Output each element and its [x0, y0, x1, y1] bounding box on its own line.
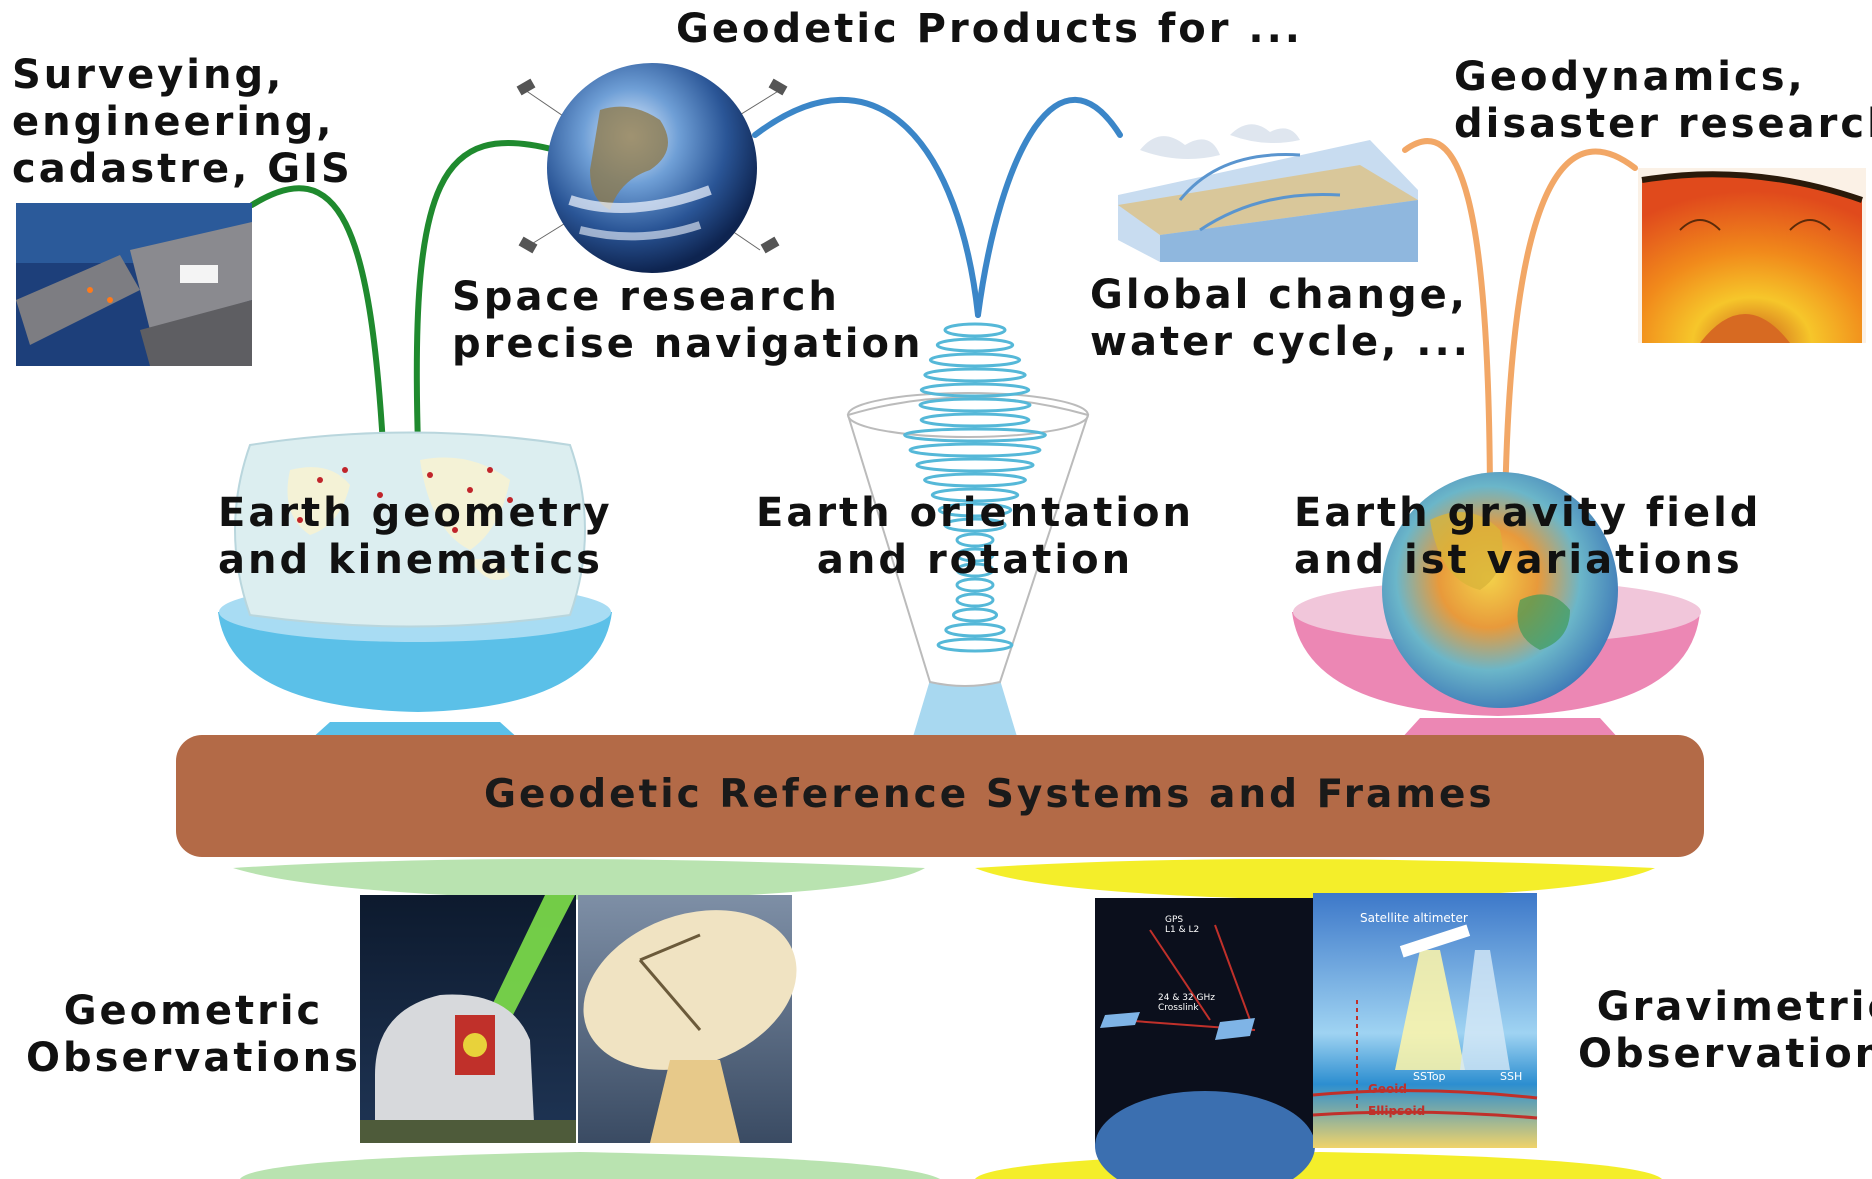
spiral-loop [943, 517, 1007, 533]
spiral-loop [936, 637, 1014, 653]
water-cycle-illustration [1118, 124, 1418, 262]
geometric-observations-label: Geometric Observations [26, 988, 361, 1082]
application-geodynamics-label: Geodynamics, disaster research [1454, 54, 1872, 148]
pillar-geometry [218, 431, 612, 740]
spiral-loop [919, 412, 1031, 428]
spiral-loop [919, 382, 1031, 398]
surveying-photo [16, 203, 252, 366]
rotation-spiral [903, 322, 1047, 653]
pillar-orientation [846, 322, 1090, 740]
spiral-loop [935, 337, 1015, 353]
laser-observatory-photo [360, 895, 576, 1143]
spiral-loop [955, 547, 995, 563]
link-geodynamics [1402, 138, 1493, 513]
inset-geoid-label: Geoid [1368, 1082, 1407, 1096]
spiral-loop [943, 322, 1007, 338]
geodynamics-illustration [1638, 168, 1866, 343]
inset-ssh-label: SSH [1500, 1070, 1522, 1083]
inset-ellipsoid-label: Ellipsoid [1368, 1104, 1425, 1118]
diagram-title: Geodetic Products for ... [676, 6, 1303, 52]
application-links [249, 96, 1638, 513]
spiral-loop [955, 577, 995, 593]
spiral-loop [928, 352, 1022, 368]
link-surveying [249, 185, 386, 448]
spiral-loop [955, 562, 995, 578]
spiral-loop [955, 592, 995, 608]
inset-altimeter-title: Satellite altimeter [1360, 911, 1468, 925]
spiral-loop [915, 457, 1035, 473]
application-space-label: Space research precise navigation [452, 274, 924, 368]
reference-band [176, 735, 1704, 857]
spiral-loop [930, 487, 1020, 503]
spiral-loop [937, 502, 1013, 518]
application-global-change-label: Global change, water cycle, ... [1090, 272, 1471, 366]
spiral-loop [908, 442, 1042, 458]
spiral-loop [918, 397, 1032, 413]
pillar-orientation-label: Earth orientation and rotation [756, 490, 1194, 584]
spiral-loop [944, 622, 1006, 638]
inset-sstop-label: SSTop [1413, 1070, 1446, 1083]
spiral-loop [955, 532, 995, 548]
space-globe [516, 63, 788, 273]
radio-telescope-photo [578, 895, 797, 1143]
pillar-gravity-label: Earth gravity field and ist variations [1294, 490, 1762, 584]
spiral-loop [923, 367, 1027, 383]
reference-band-label: Geodetic Reference Systems and Frames [484, 772, 1495, 817]
pillar-geometry-label: Earth geometry and kinematics [218, 490, 613, 584]
link-global-change [975, 96, 1123, 318]
spiral-loop [903, 427, 1047, 443]
link-space-green [413, 140, 558, 448]
application-surveying-label: Surveying, engineering, cadastre, GIS [12, 52, 353, 193]
pillar-gravity [1292, 472, 1701, 740]
altimeter-photo: Satellite altimeter Geoid Ellipsoid SSTo… [1312, 893, 1538, 1148]
spiral-loop [923, 472, 1027, 488]
link-geodynamics-2 [1502, 148, 1638, 513]
gravimetric-observations-label: Gravimetric Observations [1578, 984, 1872, 1078]
geometric-platform [233, 859, 940, 1179]
spiral-loop [951, 607, 999, 623]
link-space-blue [752, 96, 981, 318]
